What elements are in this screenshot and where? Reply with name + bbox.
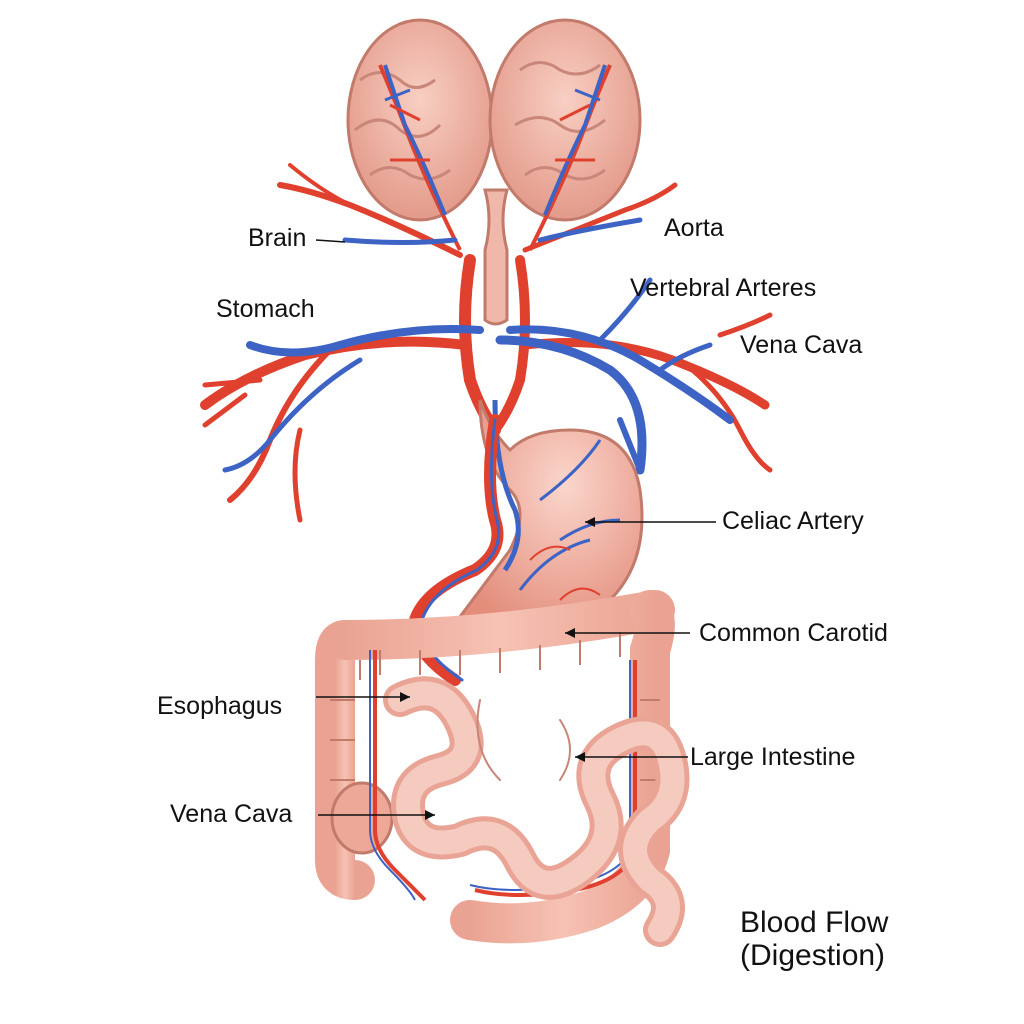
leader-lines [315,239,716,816]
title-line-2: (Digestion) [740,939,886,972]
small-intestine [383,676,690,947]
diagram-title: Blood Flow (Digestion) [740,906,888,972]
label-esophagus: Esophagus [157,692,283,720]
label-large-intestine: Large Intestine [690,743,856,771]
label-aorta: Aorta [664,214,724,242]
label-celiac-artery: Celiac Artery [722,507,864,535]
upper-vessel-tree [200,163,773,523]
label-vena-cava-top: Vena Cava [740,331,863,359]
label-brain: Brain [248,224,307,252]
label-vena-cava-bottom: Vena Cava [170,800,293,828]
label-vertebral-arteries: Vertebral Arteres [630,274,817,302]
brain-organ [346,18,642,326]
title-line-1: Blood Flow [740,906,889,939]
colon [315,590,675,1024]
leader-arrowheads [400,517,595,820]
label-common-carotid: Common Carotid [699,619,888,647]
label-stomach: Stomach [216,295,315,323]
stomach-organ [448,399,644,645]
